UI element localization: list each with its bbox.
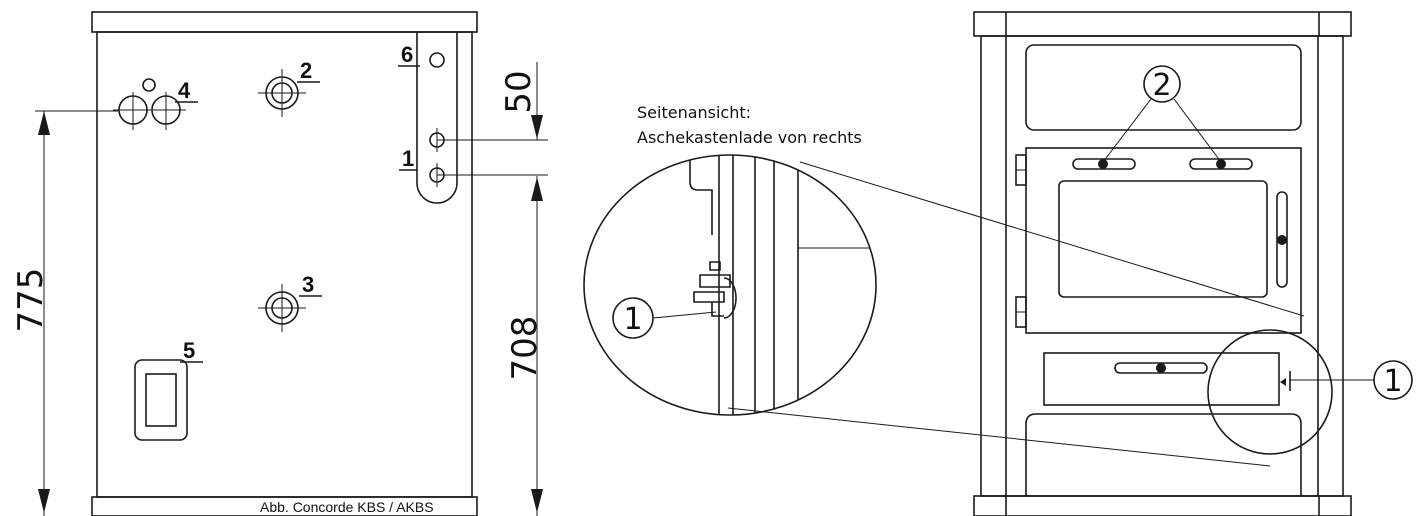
front-door bbox=[1025, 147, 1302, 334]
side-detail: Seitenansicht: Aschekastenlade von recht… bbox=[583, 103, 1305, 467]
front-top-panel bbox=[1025, 44, 1302, 131]
side-note-line2: Aschekastenlade von rechts bbox=[637, 128, 862, 147]
connection-3 bbox=[258, 284, 306, 332]
dimension-708: 708 bbox=[505, 176, 545, 516]
rear-bracket bbox=[416, 32, 458, 204]
front-body bbox=[980, 35, 1344, 497]
dim-708-text: 708 bbox=[505, 316, 545, 381]
label-3: 3 bbox=[302, 272, 314, 297]
front-marker-2-text: 2 bbox=[1152, 68, 1171, 103]
connection-2 bbox=[258, 69, 306, 117]
label-4: 4 bbox=[178, 78, 191, 103]
dimension-775: 775 bbox=[11, 110, 118, 516]
rear-view: 1 2 3 4 5 6 775 50 bbox=[11, 11, 548, 516]
projection-line-top bbox=[799, 161, 1305, 317]
front-marker-1-text: 1 bbox=[1383, 364, 1402, 399]
connection-5 bbox=[134, 359, 188, 441]
connection-4 bbox=[113, 78, 186, 130]
rear-top-plate bbox=[91, 11, 478, 33]
label-1: 1 bbox=[402, 146, 414, 171]
side-note-line1: Seitenansicht: bbox=[637, 103, 751, 122]
projection-line-bottom bbox=[727, 407, 1271, 467]
front-marker-2-circle bbox=[1143, 65, 1181, 103]
detail-marker-text: 1 bbox=[623, 302, 642, 337]
front-top-plate bbox=[973, 11, 1352, 37]
front-view: 2 1 bbox=[973, 11, 1413, 516]
front-bottom-plate bbox=[973, 495, 1352, 516]
label-2: 2 bbox=[300, 58, 312, 83]
front-window bbox=[1058, 180, 1268, 298]
detail-ellipse bbox=[583, 154, 877, 416]
front-bottom-panel bbox=[1025, 413, 1302, 496]
dim-775-text: 775 bbox=[11, 268, 51, 333]
rear-body bbox=[96, 31, 473, 498]
front-detail-circle bbox=[1207, 329, 1333, 455]
dim-50-text: 50 bbox=[499, 70, 539, 113]
front-ash-drawer bbox=[1043, 352, 1280, 406]
caption: Abb. Concorde KBS / AKBS bbox=[260, 499, 434, 515]
rear-bottom-plate bbox=[91, 496, 478, 516]
label-6: 6 bbox=[401, 42, 413, 67]
label-5: 5 bbox=[183, 338, 195, 363]
dimension-50: 50 bbox=[437, 62, 548, 176]
